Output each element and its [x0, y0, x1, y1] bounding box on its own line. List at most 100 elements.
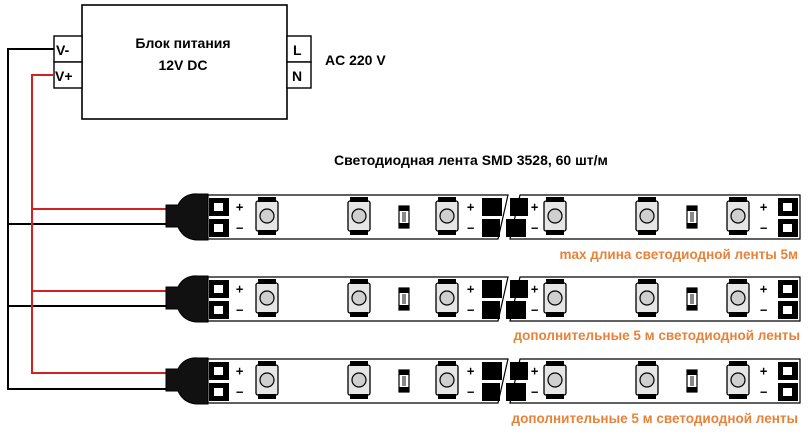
strip-caption: дополнительные 5 м светодиодной ленты — [512, 411, 798, 426]
terminal-l — [286, 35, 312, 63]
plus-sign: + — [760, 364, 767, 378]
led-lens — [639, 208, 655, 224]
plus-sign: + — [531, 200, 538, 214]
led-top-contact — [350, 197, 368, 202]
minus-sign: − — [467, 385, 474, 399]
led-lens — [547, 208, 563, 224]
strip-title: Светодиодная лента SMD 3528, 60 шт/м — [334, 152, 608, 168]
resistor-cap-top — [399, 370, 409, 375]
power-supply-title: Блок питания — [135, 35, 230, 51]
led-lens — [439, 290, 455, 306]
start-plus-hole — [214, 285, 223, 293]
led-top-contact — [546, 197, 564, 202]
resistor-mark — [690, 376, 694, 386]
start-minus-hole — [214, 224, 223, 232]
minus-sign: − — [236, 303, 243, 317]
end-minus-hole — [783, 388, 792, 396]
led-top-contact — [438, 279, 456, 284]
led-strips: +−+−+−+−max длина светодиодной ленты 5м+… — [165, 193, 801, 426]
end-plus-hole — [783, 285, 792, 293]
plus-sign: + — [760, 200, 767, 214]
plus-sign: + — [467, 282, 474, 296]
strip-connector — [165, 193, 209, 241]
resistor-cap-bottom — [687, 387, 697, 392]
resistor-cap-bottom — [399, 387, 409, 392]
break-right-plus-pad — [510, 198, 528, 216]
led-bottom-contact — [258, 230, 276, 235]
led-lens — [439, 372, 455, 388]
terminal-n — [286, 61, 312, 89]
led-lens — [259, 372, 275, 388]
led-bottom-contact — [729, 394, 747, 399]
resistor-cap-bottom — [687, 223, 697, 228]
led-lens — [351, 208, 367, 224]
strip-connector — [165, 275, 209, 323]
resistor-cap-bottom — [399, 305, 409, 310]
led-top-contact — [729, 279, 747, 284]
resistor-cap-top — [687, 206, 697, 211]
plus-sign: + — [531, 282, 538, 296]
led-bottom-contact — [546, 312, 564, 317]
led-bottom-contact — [438, 394, 456, 399]
led-top-contact — [350, 361, 368, 366]
led-bottom-contact — [258, 312, 276, 317]
plus-sign: + — [760, 282, 767, 296]
led-lens — [547, 290, 563, 306]
resistor-mark — [402, 376, 406, 386]
led-lens — [639, 372, 655, 388]
led-top-contact — [638, 279, 656, 284]
start-minus-hole — [214, 306, 223, 314]
led-top-contact — [258, 361, 276, 366]
led-bottom-contact — [350, 312, 368, 317]
led-bottom-contact — [638, 230, 656, 235]
led-bottom-contact — [350, 230, 368, 235]
led-top-contact — [258, 279, 276, 284]
led-lens — [547, 372, 563, 388]
end-plus-hole — [783, 367, 792, 375]
led-top-contact — [438, 197, 456, 202]
resistor-mark — [402, 294, 406, 304]
resistor-cap-bottom — [399, 223, 409, 228]
led-lens — [259, 208, 275, 224]
led-lens — [730, 372, 746, 388]
led-strip-3: +−+−+−+−дополнительные 5 м светодиодной … — [165, 357, 801, 426]
resistor-mark — [690, 294, 694, 304]
minus-sign: − — [531, 221, 538, 235]
led-bottom-contact — [438, 312, 456, 317]
terminal-v-plus — [53, 61, 83, 89]
resistor-cap-top — [687, 288, 697, 293]
led-strip-2: +−+−+−+−дополнительные 5 м светодиодной … — [165, 275, 801, 343]
led-lens — [439, 208, 455, 224]
led-bottom-contact — [638, 312, 656, 317]
plus-sign: + — [236, 364, 243, 378]
plus-sign: + — [236, 282, 243, 296]
end-plus-hole — [783, 203, 792, 211]
led-top-contact — [638, 361, 656, 366]
minus-sign: − — [236, 221, 243, 235]
terminal-v-plus-label: V+ — [55, 68, 73, 84]
led-lens — [639, 290, 655, 306]
led-lens — [351, 290, 367, 306]
led-top-contact — [546, 361, 564, 366]
resistor-cap-bottom — [687, 305, 697, 310]
strip-caption: дополнительные 5 м светодиодной ленты — [514, 328, 800, 343]
break-left-minus-pad — [482, 219, 500, 237]
plus-sign: + — [531, 364, 538, 378]
resistor-cap-top — [399, 206, 409, 211]
led-top-contact — [258, 197, 276, 202]
ac-input-label: AC 220 V — [325, 52, 386, 68]
terminal-v-minus-label: V- — [56, 42, 70, 58]
minus-sign: − — [531, 385, 538, 399]
end-minus-hole — [783, 306, 792, 314]
start-plus-hole — [214, 367, 223, 375]
break-left-plus-pad — [482, 280, 502, 298]
negative-wire — [7, 48, 168, 390]
power-supply: Блок питания 12V DC V- V+ L N AC 220 V — [53, 4, 386, 120]
led-bottom-contact — [350, 394, 368, 399]
led-lens — [730, 290, 746, 306]
resistor-cap-top — [687, 370, 697, 375]
led-bottom-contact — [638, 394, 656, 399]
minus-sign: − — [236, 385, 243, 399]
break-right-minus-pad — [506, 219, 526, 237]
